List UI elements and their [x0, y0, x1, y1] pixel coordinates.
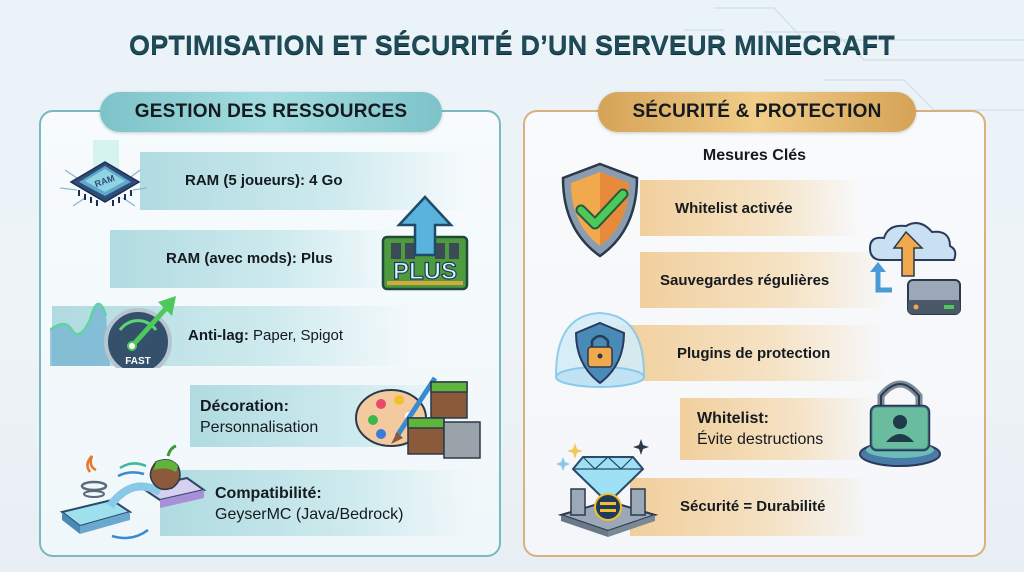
diamond-pedestal-icon: [556, 439, 659, 537]
security-backups-label: Sauvegardes régulières: [660, 272, 830, 289]
security-plugins-label: Plugins de protection: [677, 345, 831, 362]
resource-antilag-text: Anti-lag: Paper, Spigot: [188, 327, 343, 344]
security-row-plugins: [615, 325, 885, 381]
resource-ram-label: RAM (5 joueurs):: [185, 172, 305, 189]
security-whitelist-destructions-label: Whitelist:: [697, 410, 769, 427]
security-durability-label: Sécurité = Durabilité: [680, 498, 826, 515]
shield-lock-dome-icon: [555, 311, 645, 388]
security-row-backups: [640, 252, 890, 308]
resource-row-ram-mods: [110, 230, 400, 288]
security-whitelist-destructions-value: Évite destructions: [697, 431, 824, 448]
circuit-decoration: [684, 7, 1024, 111]
security-row-whitelist: [640, 180, 860, 236]
palette-blocks-icon: [355, 376, 481, 459]
security-header: SÉCURITÉ & PROTECTION: [598, 92, 916, 132]
resource-ram-mods-text: RAM (avec mods): Plus: [166, 250, 333, 267]
resource-compat-text: Compatibilité: GeyserMC (Java/Bedrock): [215, 483, 404, 525]
ram-chip-icon: RAM: [59, 140, 148, 207]
resource-compat-label: Compatibilité:: [215, 485, 322, 502]
shield-check-icon: [561, 162, 639, 258]
resource-row-compat: [160, 470, 470, 536]
java-bedrock-bridge-icon: [59, 444, 207, 540]
resources-header: GESTION DES RESSOURCES: [100, 92, 442, 132]
user-lock-icon: [859, 380, 941, 467]
security-row-durability: [630, 478, 870, 536]
resource-ram-text: RAM (5 joueurs): 4 Go: [185, 172, 343, 189]
resource-row-ram: [140, 152, 470, 210]
ram-plus-label: PLUS: [393, 258, 457, 285]
resource-decoration-value: Personnalisation: [200, 419, 319, 436]
page-title: OPTIMISATION ET SÉCURITÉ D’UN SERVEUR MI…: [129, 30, 895, 60]
security-whitelist-destructions-text: Whitelist: Évite destructions: [697, 408, 823, 450]
resource-ram-mods-label: RAM (avec mods):: [166, 250, 297, 267]
cloud-backup-icon: [868, 222, 961, 315]
resource-ram-mods-value: Plus: [301, 250, 333, 267]
security-subtitle: Mesures Clés: [702, 147, 807, 164]
ram-plus-upgrade-icon: PLUS: [381, 195, 469, 291]
security-row-whitelist-destructions: [680, 398, 875, 460]
resource-antilag-label: Anti-lag:: [188, 327, 249, 344]
security-whitelist-label: Whitelist activée: [675, 200, 793, 217]
resource-decoration-text: Décoration: Personnalisation: [200, 396, 318, 438]
speedometer-label: FAST: [125, 356, 151, 367]
resource-antilag-value: Paper, Spigot: [253, 327, 344, 344]
resource-compat-value: GeyserMC (Java/Bedrock): [215, 506, 404, 523]
resource-decoration-label: Décoration:: [200, 398, 289, 415]
resource-ram-value: 4 Go: [309, 172, 343, 189]
speedometer-fast-icon: FAST: [50, 296, 176, 368]
